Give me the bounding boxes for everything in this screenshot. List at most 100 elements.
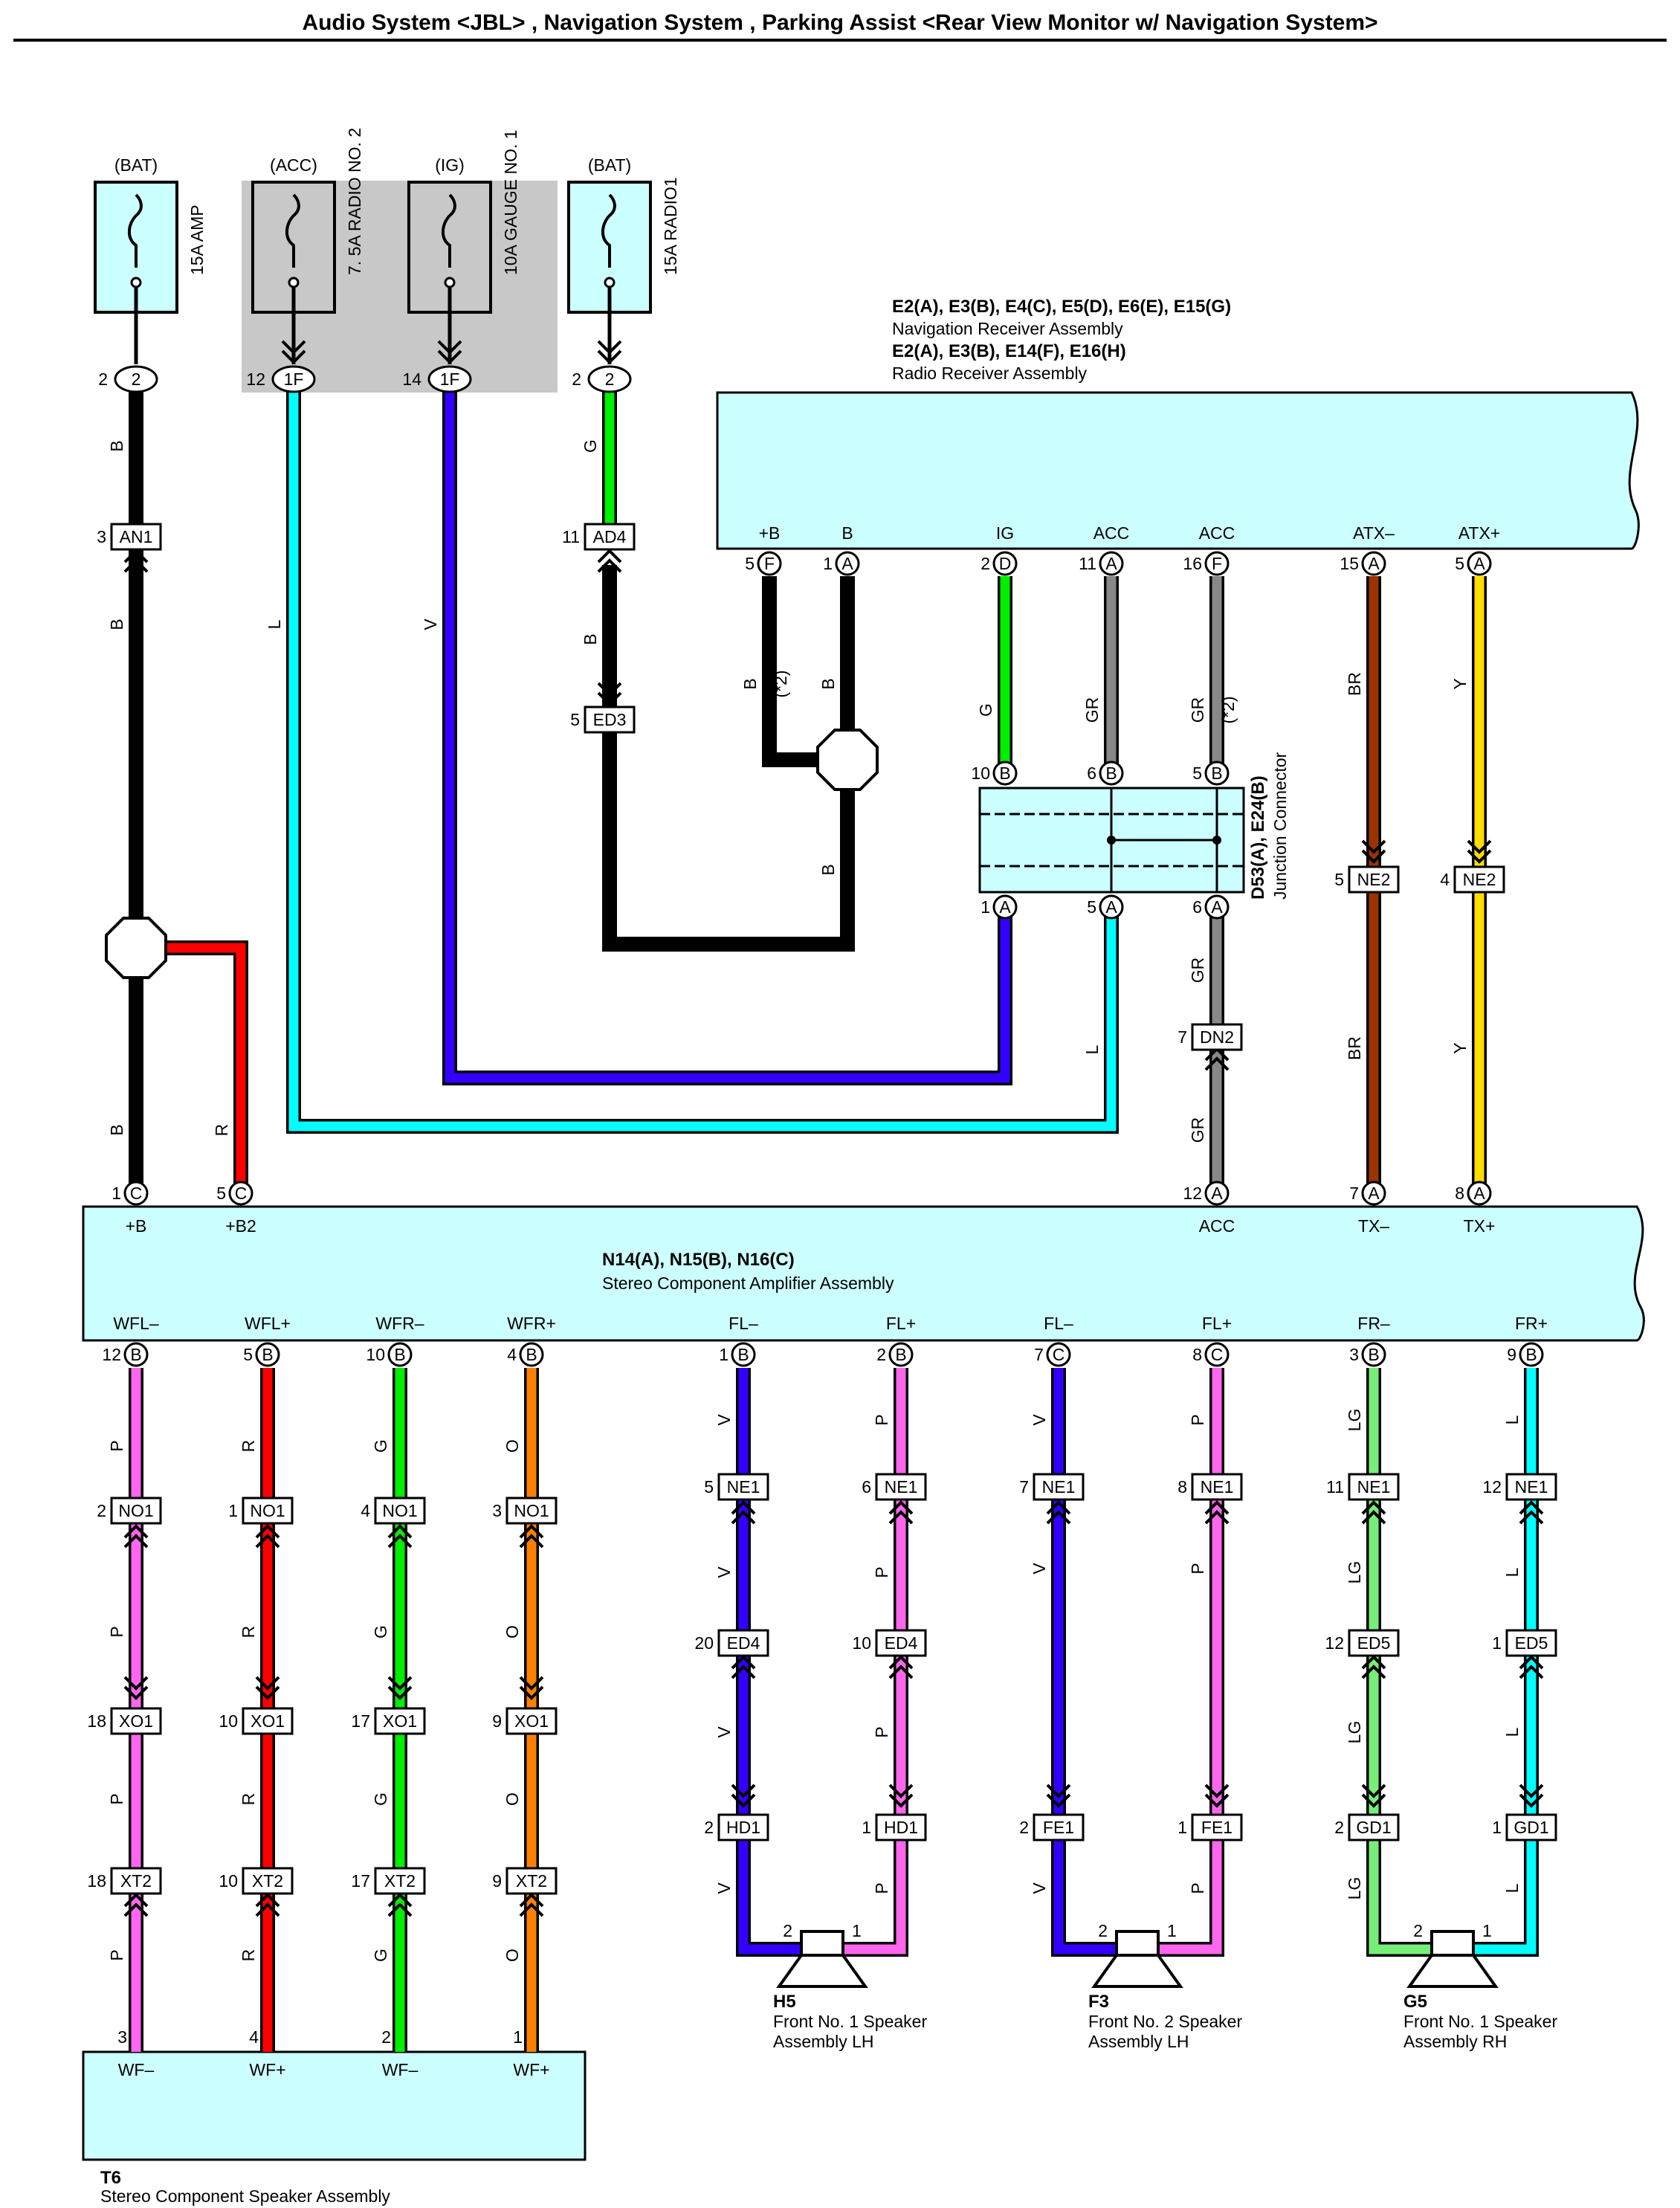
- fuse-source-label: (ACC): [270, 155, 317, 175]
- terminal-pin: [835, 551, 860, 576]
- inline-connector: [1505, 1813, 1557, 1841]
- connector-name: NO1: [514, 1501, 549, 1520]
- terminal-pin: [731, 1342, 756, 1367]
- woofer-name: Stereo Component Speaker Assembly: [100, 2186, 390, 2206]
- terminal-pin: [1467, 551, 1492, 576]
- fuse-icon: [601, 193, 616, 268]
- amplifier-terminal-label: WFL–: [113, 1314, 159, 1333]
- woofer-id: T6: [100, 2168, 121, 2188]
- pin-number: 5: [216, 1184, 226, 1203]
- pin-number: 14: [402, 369, 421, 389]
- connector-chevron: [888, 1793, 914, 1808]
- connector-name: ED4: [727, 1633, 760, 1653]
- terminal-pin: [992, 761, 1018, 786]
- connector-chevron: [387, 1676, 413, 1691]
- receiver-terminal-label: ATX+: [1458, 523, 1500, 543]
- terminal-letter: C: [1053, 1345, 1065, 1364]
- wire-color-label: L: [265, 619, 284, 629]
- pin-number: 18: [87, 1871, 106, 1891]
- wire-color-label: O: [503, 1949, 522, 1962]
- receiver-terminal-label: +B: [759, 523, 781, 543]
- connector-chevron: [1361, 1510, 1386, 1525]
- connector-name: HD1: [884, 1818, 918, 1837]
- wire-speaker-minus-0-outline: [736, 1368, 800, 1957]
- wire-color-label: (*2): [1218, 696, 1238, 723]
- connector-name: ED5: [1357, 1633, 1391, 1653]
- pin-number: 12: [246, 369, 265, 389]
- connector-chevron: [1361, 839, 1386, 854]
- pin-number: 12: [1325, 1633, 1344, 1653]
- connector-chevron: [888, 1500, 914, 1515]
- connector-chevron: [281, 349, 306, 364]
- pin-number: 20: [694, 1633, 714, 1653]
- connector-name: HD1: [726, 1818, 760, 1837]
- pin-number: 12: [1482, 1477, 1502, 1497]
- wire-color-label: P: [872, 1414, 891, 1425]
- speaker-cone-icon: [1406, 1954, 1499, 1988]
- pin-number: 5: [1455, 554, 1464, 573]
- wire-color-label: GR: [1188, 1117, 1207, 1143]
- fuse-terminal-label: 2: [605, 369, 615, 389]
- junction-codes: D53(A), E24(B): [1248, 775, 1268, 900]
- inline-connector: [374, 1497, 426, 1525]
- wire-color-label: O: [503, 1439, 522, 1453]
- inline-connector: [110, 1497, 162, 1525]
- inline-connector: [1033, 1473, 1085, 1501]
- fuse-terminal-label: 2: [132, 369, 141, 389]
- pin-number: 2: [572, 369, 581, 389]
- wire-color-label: P: [107, 1626, 126, 1637]
- terminal-letter: B: [1368, 1345, 1379, 1364]
- terminal-pin: [1361, 1342, 1386, 1367]
- connector-chevron: [597, 349, 622, 364]
- connector-name: AN1: [120, 527, 153, 546]
- pin-number: 2: [98, 369, 108, 389]
- wire-color-label: V: [1030, 1882, 1049, 1894]
- wire-color-label: B: [107, 440, 126, 451]
- connector-name: FE1: [1201, 1818, 1232, 1837]
- wire-color-label: R: [239, 1949, 258, 1962]
- pin-number: 1: [1492, 1818, 1502, 1837]
- connector-chevron: [519, 1893, 544, 1908]
- connector-name: XO1: [119, 1711, 153, 1731]
- speaker-id: H5: [773, 1992, 796, 2012]
- terminal-pin: [1204, 551, 1230, 576]
- pin-number: 10: [366, 1345, 385, 1364]
- wire-acc-l: [288, 392, 1117, 1132]
- pin-number: 5: [704, 1477, 714, 1497]
- wire-color-label: B: [107, 1124, 126, 1135]
- wire-color-label: V: [1030, 1563, 1049, 1575]
- fuse-terminal-label: 1F: [284, 369, 304, 389]
- fuse-terminal: [444, 277, 456, 288]
- pin-number: 3: [97, 527, 106, 546]
- amplifier-terminal-label: FL–: [1044, 1314, 1073, 1333]
- fuse-rating: 15A RADIO1: [661, 177, 680, 275]
- inline-connector: [717, 1473, 769, 1501]
- connector-name: XT2: [516, 1871, 547, 1891]
- connector-name: NE1: [1515, 1477, 1548, 1497]
- wire-color-label: GR: [1082, 697, 1102, 723]
- pin-number: 5: [745, 554, 755, 573]
- speaker-icon: [1430, 1930, 1475, 1957]
- connector-chevron: [597, 682, 622, 697]
- inline-connector: [717, 1813, 769, 1841]
- wire-color-label: R: [239, 1440, 258, 1453]
- pin-number: 5: [1192, 764, 1202, 783]
- terminal-pin: [519, 1342, 544, 1367]
- connector-chevron: [1519, 1500, 1544, 1515]
- wire-color-label: B: [581, 633, 600, 645]
- pin-number: 4: [249, 2027, 259, 2047]
- pin-number: 7: [1177, 1027, 1187, 1047]
- junction-node: [1212, 836, 1221, 845]
- connector-name: ED5: [1515, 1633, 1548, 1653]
- pin-number: 1: [1167, 1921, 1177, 1940]
- wire-color-label: P: [872, 1726, 891, 1737]
- connector-chevron: [519, 1534, 544, 1549]
- connector-chevron: [888, 1783, 914, 1798]
- wire-color-label: P: [1188, 1882, 1207, 1894]
- terminal-letter: A: [1473, 1184, 1485, 1203]
- inline-connector: [374, 1867, 426, 1895]
- wire-speaker-plus-0: [844, 1368, 906, 1954]
- inline-connector: [1191, 1473, 1243, 1501]
- wire-color-label: G: [371, 1625, 390, 1639]
